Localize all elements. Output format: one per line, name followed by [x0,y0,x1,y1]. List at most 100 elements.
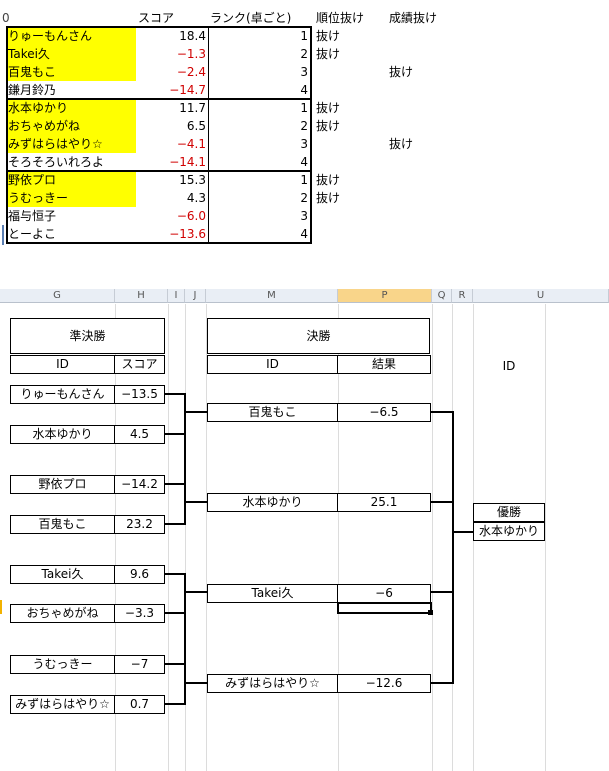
table-cell-name: 水本ゆかり [8,99,136,117]
table-cell-rank-out [316,135,386,153]
semifinal-entry-id: みずはらはやり☆ [10,695,115,714]
semifinal-entry-score: −14.2 [114,475,165,494]
column-header-i[interactable]: I [168,289,185,303]
table-cell-name: Takei久 [8,45,136,63]
cell-cursor-marker [2,225,4,245]
column-header-p[interactable]: P [338,289,432,303]
column-header-m[interactable]: M [206,289,338,303]
semifinal-entry-id: 百鬼もこ [10,515,115,534]
table-cell-rank-out [316,81,386,99]
table-cell-score-out [389,99,459,117]
table-cell-rank: 4 [300,155,308,169]
header-rank-out: 順位抜け [316,11,365,25]
column-header-j[interactable]: J [185,289,206,303]
table-cell-name: おちゃめがね [8,117,136,135]
table-cell-rank: 1 [300,101,308,115]
table-cell-name: そろそろいれろよ [8,155,105,169]
column-header-u[interactable]: U [473,289,609,303]
table-cell-name: みずはらはやり☆ [8,135,136,153]
semifinal-entry-score: 4.5 [114,425,165,444]
semifinal-entry-id: Takei久 [10,565,115,584]
header-rank: ランク(卓ごと) [210,11,292,25]
semifinal-entry-id: 野依プロ [10,475,115,494]
table-cell-score: 11.7 [179,101,206,115]
final-entry-id: 水本ゆかり [207,493,338,512]
table-cell-rank: 3 [300,65,308,79]
table-cell-rank: 3 [300,209,308,223]
final-entry-id: Takei久 [207,584,338,603]
winner-name: 水本ゆかり [473,522,545,541]
table-cell-score: −13.6 [169,227,206,241]
table-cell-score: 18.4 [179,29,206,43]
table-cell-score-out [389,81,459,99]
semifinal-entry-score: −3.3 [114,604,165,623]
semifinal-entry-score: 0.7 [114,695,165,714]
final-entry-result: −6 [337,584,431,603]
table-cell-score: 4.3 [186,191,206,205]
table-cell-name: 鎌月鈴乃 [8,83,57,97]
final-entry-id: みずはらはやり☆ [207,674,338,693]
table-cell-score: −6.0 [176,209,206,223]
semifinal-entry-score: −7 [114,655,165,674]
semifinal-entry-id: 水本ゆかり [10,425,115,444]
table-cell-rank: 1 [300,29,308,43]
final-title: 決勝 [207,318,430,354]
table-cell-rank-out [316,207,386,225]
table-cell-rank: 3 [300,137,308,151]
table-cell-score-out [389,153,459,171]
table-cell-score-out [389,117,459,135]
table-cell-score: −1.3 [176,47,206,61]
semifinal-entry-score: −13.5 [114,385,165,404]
table-cell-rank: 2 [300,119,308,133]
final-entry-result: 25.1 [337,493,431,512]
table-cell-rank-out: 抜け [316,173,341,187]
column-header-r[interactable]: R [452,289,473,303]
final-id-header: ID [207,355,338,374]
fill-handle[interactable] [428,610,433,615]
table-cell-score-out [389,225,459,243]
column-header-q[interactable]: Q [432,289,452,303]
table-cell-rank: 2 [300,47,308,61]
row-header-fragment: 0 [2,11,10,25]
table-cell-rank-out [316,225,386,243]
table-cell-name: 百鬼もこ [8,63,136,81]
table-cell-rank-out: 抜け [316,101,341,115]
semifinal-score-header: スコア [114,355,165,374]
semifinal-entry-score: 9.6 [114,565,165,584]
semifinal-id-header: ID [10,355,115,374]
table-cell-rank: 2 [300,191,308,205]
semifinal-entry-id: りゅーもんさん [10,385,115,404]
table-cell-score-out: 抜け [389,65,414,79]
winner-title: 優勝 [473,503,545,522]
table-cell-rank-out [316,63,386,81]
row-selection-marker [0,600,2,614]
table-cell-rank: 4 [300,227,308,241]
winner-id-header: ID [502,359,516,373]
table-cell-score-out [389,171,459,189]
table-cell-rank-out [316,153,386,171]
table-cell-score-out [389,27,459,45]
final-entry-result: −12.6 [337,674,431,693]
final-result-header: 結果 [337,355,431,374]
table-cell-score: −4.1 [176,137,206,151]
table-cell-name: 野依プロ [8,171,136,189]
table-cell-name: うむっきー [8,189,136,207]
table-cell-name: 福与恒子 [8,209,57,223]
final-entry-id: 百鬼もこ [207,403,338,422]
table-cell-score: −14.1 [169,155,206,169]
table-cell-score-out [389,189,459,207]
table-cell-score: −2.4 [176,65,206,79]
header-score: スコア [138,11,175,25]
semifinal-entry-id: うむっきー [10,655,115,674]
table-cell-score: 6.5 [186,119,206,133]
table-cell-rank: 1 [300,173,308,187]
table-cell-rank-out: 抜け [316,119,341,133]
table-cell-score-out [389,45,459,63]
semifinal-entry-id: おちゃめがね [10,604,115,623]
column-header-g[interactable]: G [0,289,115,303]
table-cell-score: 15.3 [179,173,206,187]
table-cell-score-out: 抜け [389,137,414,151]
column-header-h[interactable]: H [115,289,168,303]
table-cell-rank-out: 抜け [316,191,341,205]
active-cell[interactable] [337,602,432,614]
